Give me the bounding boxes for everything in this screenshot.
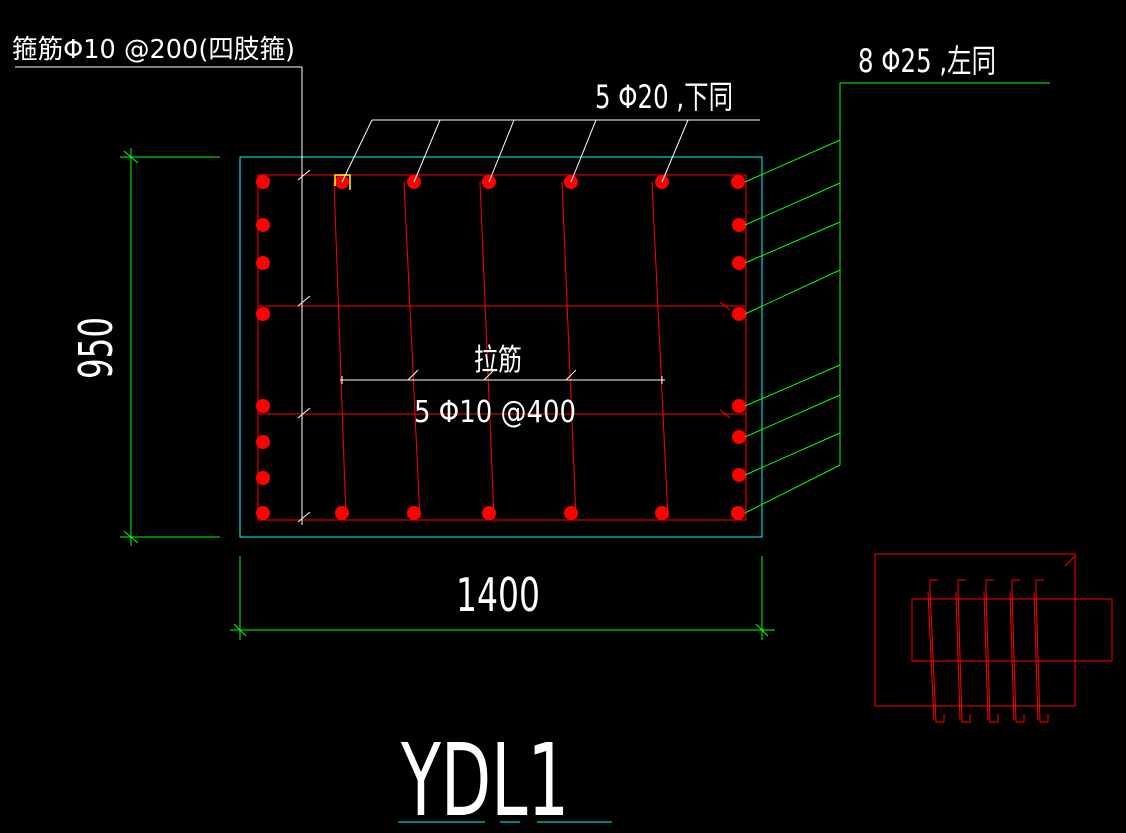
tie-leader — [340, 376, 665, 384]
stirrup-lines — [257, 174, 747, 521]
height-dimension-label: 950 — [69, 317, 123, 379]
drawing-title: YDL1 — [400, 722, 569, 833]
side-bars-label: 8 Φ25 ,左同 — [858, 42, 996, 80]
top-bars-label: 5 Φ20 ,下同 — [595, 78, 733, 116]
tie-title: 拉筋 — [474, 343, 522, 378]
side-bars-leader — [744, 82, 1050, 514]
width-dimension-label: 1400 — [456, 568, 540, 622]
section-outline — [239, 156, 763, 538]
hook-marker — [334, 174, 351, 190]
stirrup-label: 箍筋Φ10 @200(四肢箍) — [12, 35, 295, 65]
top-bars-leader — [341, 119, 760, 183]
height-dimension — [120, 148, 220, 546]
stirrup-leader — [15, 66, 303, 525]
tie-spec: 5 Φ10 @400 — [414, 395, 576, 430]
tie-detail — [874, 553, 1113, 723]
stirrup-ticks — [297, 169, 577, 523]
width-dimension — [230, 556, 775, 640]
